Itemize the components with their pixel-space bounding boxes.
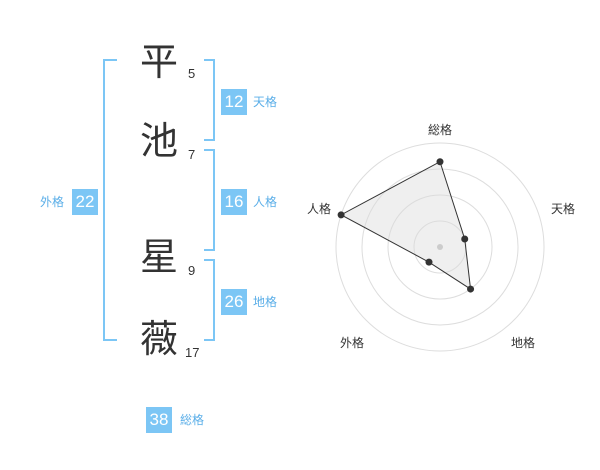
tenkaku-label: 天格 [253,95,278,109]
radar-point-3 [425,258,433,266]
radar-point-2 [467,285,475,293]
gaikaku-bracket [103,59,117,341]
radar-axis-label-chikaku: 地格 [511,336,536,350]
name-char-3: 星 [140,235,179,279]
radar-point-4 [337,211,345,219]
gaikaku-label: 外格 [40,195,65,209]
stroke-count-2: 7 [188,147,196,162]
radar-axis-label-soukaku: 総格 [428,123,453,137]
radar-ring [361,168,519,326]
chikaku-bracket [204,259,215,341]
tenkaku-bracket [204,59,215,141]
soukaku-badge: 38 [146,407,172,433]
jinkaku-badge: 16 [221,189,247,215]
jinkaku-bracket [204,149,215,251]
name-char-4: 薇 [140,317,179,361]
radar-center [437,244,443,250]
radar-ring [335,142,545,352]
radar-ring [387,194,493,300]
gaikaku-badge: 22 [72,189,98,215]
radar-point-1 [461,235,469,243]
radar-series-polygon [340,160,472,291]
stroke-count-1: 5 [188,66,196,81]
radar-axis-label-jinkaku: 人格 [307,202,332,216]
stroke-count-4: 17 [185,345,200,360]
jinkaku-label: 人格 [253,195,278,209]
name-char-2: 池 [140,119,179,163]
chikaku-badge: 26 [221,289,247,315]
radar-point-0 [436,158,444,166]
tenkaku-badge: 12 [221,89,247,115]
name-char-1: 平 [140,40,179,84]
stroke-count-3: 9 [188,263,196,278]
soukaku-label: 総格 [180,413,205,427]
radar-axis-label-gaikaku: 外格 [340,336,365,350]
radar-axis-label-tenkaku: 天格 [551,202,576,216]
chikaku-label: 地格 [253,295,278,309]
